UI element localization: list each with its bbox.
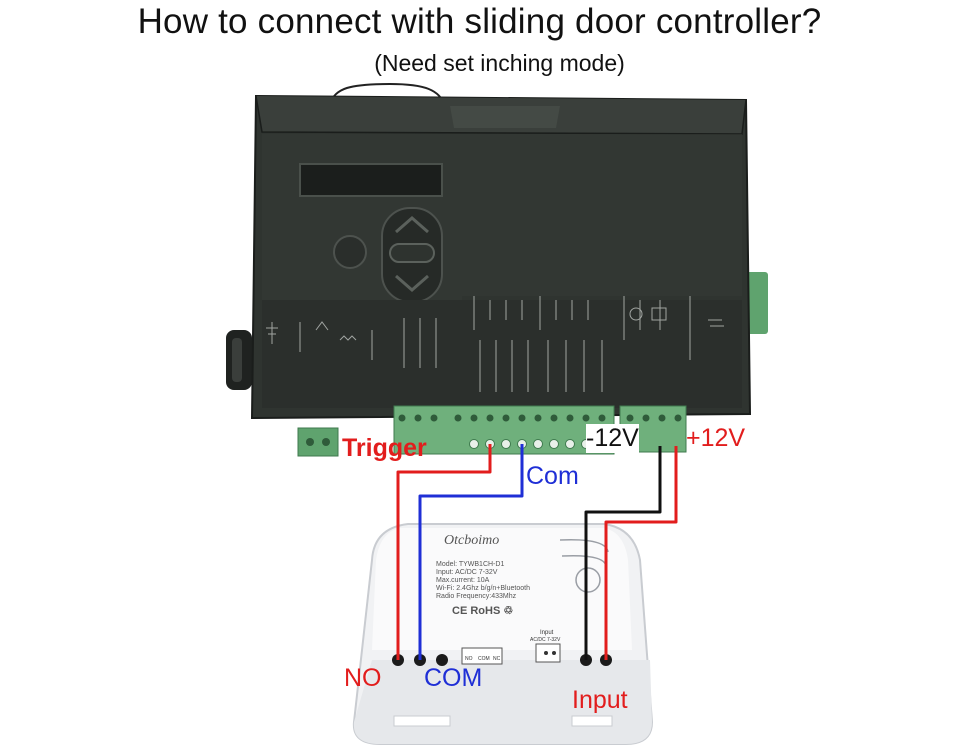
relay-terminal-labels: NO COM NC (465, 656, 501, 662)
red-trigger-wire (396, 444, 492, 660)
round-button (333, 235, 367, 269)
trigger-label: Trigger (342, 434, 427, 462)
module-brand: Otcboimo (444, 533, 499, 548)
input-label: Input (572, 686, 628, 714)
spec-line: Radio Frequency:433Mhz (436, 593, 517, 600)
no-com-nc-label-box (461, 647, 503, 665)
black-minus-wire (584, 446, 662, 660)
page-subtitle: (Need set inching mode) (374, 50, 625, 76)
sliding-door-controller (226, 82, 768, 457)
page-title: How to connect with sliding door control… (137, 2, 822, 41)
red-plus-wire (604, 446, 678, 660)
blue-com-wire (418, 444, 524, 660)
spec-line: Max.current: 10A (436, 577, 490, 584)
spec-line: Model: TYWB1CH-D1 (436, 561, 504, 568)
spec-line: Input: AC/DC 7-32V (436, 569, 498, 576)
right-terminal-block (744, 272, 768, 334)
nc-terminal-hole (436, 654, 448, 666)
spec-line: Wi-Fi: 2.4Ghz b/g/n+Bluetooth (436, 585, 530, 592)
module-cert: CE RoHS ♲ (452, 605, 513, 617)
module-input-spec: AC/DC 7-32V (530, 637, 561, 643)
relay-module (352, 523, 654, 745)
com-bottom-label: COM (424, 664, 483, 692)
com-top-label: Com (526, 462, 579, 490)
module-input-label: Input (540, 630, 554, 636)
lcd-display (299, 163, 443, 197)
main-terminal-strip (393, 405, 687, 455)
wires (396, 444, 678, 660)
left-terminal-block (297, 427, 339, 457)
terminal-label-nc: NC (493, 656, 501, 662)
terminal-label-com: COM (478, 656, 490, 662)
plus-12v-label: +12V (686, 424, 746, 452)
no-label: NO (344, 664, 382, 692)
module-spec-lines: Model: TYWB1CH-D1 Input: AC/DC 7-32V Max… (436, 561, 530, 600)
terminal-label-no: NO (465, 656, 473, 662)
minus-12v-label: -12V (586, 424, 639, 453)
